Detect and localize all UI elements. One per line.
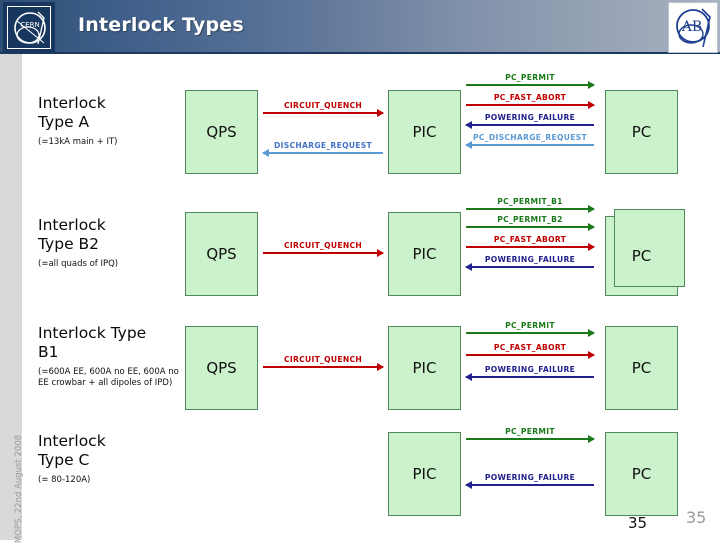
page-number: 35 [628, 514, 648, 532]
signal-label: PC_PERMIT [505, 321, 555, 330]
signal-label: POWERING_FAILURE [484, 113, 576, 122]
row-title-line2: Type B2 [38, 235, 100, 253]
node-qps[interactable]: QPS [185, 326, 258, 410]
node-label: PIC [412, 465, 437, 483]
row-title-line1: Interlock [38, 216, 106, 234]
header-underline [0, 52, 720, 54]
node-pc-stacked[interactable]: PC [605, 209, 685, 296]
signal-powering-failure: POWERING_FAILURE [465, 108, 594, 129]
left-gray-strip: MOPS, 22nd August 2008 [0, 54, 24, 543]
interlock-row-type-a: Interlock Type A (=13kA main + IT) QPS P… [0, 73, 720, 184]
row-title-line2: Type A [38, 113, 90, 131]
signal-pc-fast-abort: PC_FAST_ABORT [466, 230, 595, 251]
signal-circuit-quench: CIRCUIT_QUENCH [263, 234, 384, 257]
node-pic[interactable]: PIC [388, 90, 461, 174]
signal-label: PC_PERMIT_B2 [497, 215, 563, 224]
interlock-row-type-b1: Interlock Type B1 (=600A EE, 600A no EE,… [0, 310, 720, 410]
row-subtitle: (=13kA main + IT) [38, 137, 118, 147]
node-label: QPS [206, 123, 237, 141]
row-title-line2: Type C [38, 451, 90, 469]
signal-label: POWERING_FAILURE [484, 255, 576, 264]
signal-powering-failure: POWERING_FAILURE [465, 250, 594, 271]
signal-discharge-request: DISCHARGE_REQUEST [262, 134, 383, 157]
signal-label: DISCHARGE_REQUEST [273, 141, 373, 150]
signal-label: PC_FAST_ABORT [493, 343, 567, 352]
node-label: QPS [206, 359, 237, 377]
row-label-type-b2: Interlock Type B2 (=all quads of IPQ) [38, 216, 188, 270]
node-qps[interactable]: QPS [185, 90, 258, 174]
row-subtitle: (= 80-120A) [38, 475, 91, 485]
node-pc[interactable]: PC [605, 432, 678, 516]
node-label: PIC [412, 245, 437, 263]
row-subtitle: (=all quads of IPQ) [38, 259, 119, 269]
row-label-type-b1: Interlock Type B1 (=600A EE, 600A no EE,… [38, 324, 188, 388]
row-subtitle: (=600A EE, 600A no EE, 600A no EE crowba… [38, 367, 179, 388]
row-label-type-a: Interlock Type A (=13kA main + IT) [38, 94, 188, 148]
node-pic[interactable]: PIC [388, 326, 461, 410]
slide-header-band [0, 0, 720, 52]
signal-powering-failure: POWERING_FAILURE [465, 468, 594, 489]
svg-text:AB: AB [681, 19, 702, 35]
signal-label: CIRCUIT_QUENCH [283, 355, 363, 364]
node-label: PC [631, 465, 652, 483]
node-label: PC [631, 359, 652, 377]
signal-pc-discharge-request: PC_DISCHARGE_REQUEST [465, 128, 594, 149]
signal-pc-permit: PC_PERMIT [466, 68, 595, 89]
node-label: PIC [412, 123, 437, 141]
signal-pc-permit-b2: PC_PERMIT_B2 [466, 210, 595, 231]
signal-label: POWERING_FAILURE [484, 473, 576, 482]
signal-pc-permit: PC_PERMIT [466, 316, 595, 337]
signal-pc-permit-b1: PC_PERMIT_B1 [466, 192, 595, 213]
signal-label: POWERING_FAILURE [484, 365, 576, 374]
signal-label: PC_FAST_ABORT [493, 93, 567, 102]
node-pc[interactable]: PC [605, 90, 678, 174]
row-title-line2: B1 [38, 343, 59, 361]
node-pc[interactable]: PC [605, 326, 678, 410]
signal-label: PC_PERMIT_B1 [497, 197, 563, 206]
node-label: PC [631, 247, 652, 265]
node-label: PC [631, 123, 652, 141]
node-qps[interactable]: QPS [185, 212, 258, 296]
signal-label: CIRCUIT_QUENCH [283, 101, 363, 110]
svg-text:CERN: CERN [20, 21, 39, 29]
signal-circuit-quench: CIRCUIT_QUENCH [263, 348, 384, 371]
node-pic[interactable]: PIC [388, 212, 461, 296]
node-label: QPS [206, 245, 237, 263]
signal-powering-failure: POWERING_FAILURE [465, 360, 594, 381]
row-title-line1: Interlock Type [38, 324, 147, 342]
ab-logo: AB [668, 2, 718, 53]
signal-pc-permit: PC_PERMIT [466, 422, 595, 443]
row-title-line1: Interlock [38, 432, 106, 450]
interlock-row-type-b2: Interlock Type B2 (=all quads of IPQ) QP… [0, 197, 720, 302]
diagram-canvas: Interlock Type A (=13kA main + IT) QPS P… [0, 54, 720, 540]
signal-label: CIRCUIT_QUENCH [283, 241, 363, 250]
signal-label: PC_DISCHARGE_REQUEST [473, 133, 587, 142]
cern-logo: CERN [3, 2, 55, 53]
page-number-watermark: 35 [686, 508, 707, 527]
signal-label: PC_PERMIT [505, 73, 555, 82]
interlock-row-type-c: Interlock Type C (= 80-120A) PIC PC PC_P… [0, 416, 720, 526]
row-title-line1: Interlock [38, 94, 106, 112]
signal-label: PC_FAST_ABORT [493, 235, 567, 244]
signal-circuit-quench: CIRCUIT_QUENCH [263, 94, 384, 117]
signal-pc-fast-abort: PC_FAST_ABORT [466, 88, 595, 109]
row-label-type-c: Interlock Type C (= 80-120A) [38, 432, 188, 486]
node-pic[interactable]: PIC [388, 432, 461, 516]
signal-label: PC_PERMIT [505, 427, 555, 436]
node-label: PIC [412, 359, 437, 377]
signal-pc-fast-abort: PC_FAST_ABORT [466, 338, 595, 359]
page-title: Interlock Types [78, 14, 244, 36]
